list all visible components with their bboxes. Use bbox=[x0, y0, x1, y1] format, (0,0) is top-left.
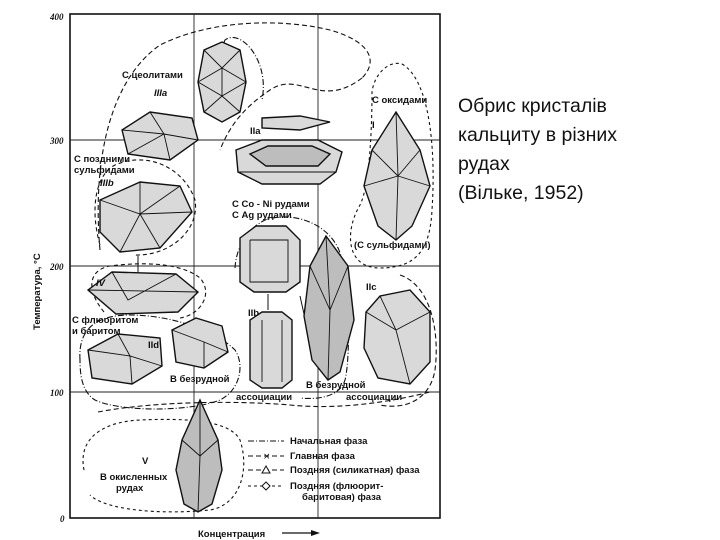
caption-line-4: (Вільке, 1952) bbox=[458, 179, 708, 208]
legend-late-silicate-label: Поздняя (силикатная) фаза bbox=[290, 465, 420, 476]
label-barren-left-2: ассоциации bbox=[236, 392, 292, 403]
label-oxides: С оксидами bbox=[372, 95, 427, 106]
label-late-sulfides-1: С поздними bbox=[74, 154, 130, 165]
caption-line-3: рудах bbox=[458, 150, 708, 179]
label-barren-left-1: В безрудной bbox=[170, 374, 230, 385]
crystal-IIIa bbox=[198, 42, 246, 122]
label-fluorite-1: С флюоритом bbox=[72, 315, 138, 326]
crystal-IIIb bbox=[100, 182, 192, 252]
y-axis-label: Температура, °С bbox=[32, 253, 43, 330]
label-zeolites: С цеолитами bbox=[122, 70, 183, 81]
legend-initial: Начальная фаза bbox=[248, 436, 368, 447]
label-I: I bbox=[372, 120, 375, 131]
label-co-ni-2: С Ag рудами bbox=[232, 210, 292, 221]
y-tick-300: 300 bbox=[49, 136, 64, 146]
label-IIa: IIa bbox=[250, 126, 261, 137]
caption: Обрис кристалів кальциту в різних рудах … bbox=[458, 92, 708, 208]
y-tick-400: 400 bbox=[49, 12, 64, 22]
legend-late-fluorite-label-1: Поздняя (флюорит- bbox=[290, 481, 383, 492]
crystal-IIc bbox=[364, 290, 430, 384]
crystal-V bbox=[176, 400, 222, 512]
legend-initial-label: Начальная фаза bbox=[290, 436, 368, 447]
crystal-IId bbox=[172, 318, 228, 368]
crystal-IIb bbox=[250, 312, 292, 388]
label-IIIb: IIIb bbox=[100, 178, 114, 189]
label-oxidized-1: В окисленных bbox=[100, 472, 168, 483]
x-axis-label: Концентрация bbox=[198, 529, 265, 540]
calcite-crystal-diagram: 400 300 200 100 0 Температура, °С Концен… bbox=[0, 0, 450, 540]
label-IV: IV bbox=[96, 278, 106, 289]
legend-late-silicate: Поздняя (силикатная) фаза bbox=[248, 465, 420, 476]
legend-late-fluorite: Поздняя (флюорит- баритовая) фаза bbox=[248, 481, 383, 503]
label-IIIa: IIIa bbox=[154, 88, 167, 99]
label-barren-right-1: В безрудной bbox=[306, 380, 366, 391]
crystal-I bbox=[364, 112, 430, 240]
crystal-prism-center bbox=[240, 226, 300, 292]
label-co-ni-1: С Co - Ni рудами bbox=[232, 199, 310, 210]
caption-line-2: кальциту в різних bbox=[458, 121, 708, 150]
y-tick-100: 100 bbox=[50, 388, 64, 398]
caption-line-1: Обрис кристалів bbox=[458, 92, 708, 121]
svg-text:×: × bbox=[263, 452, 271, 462]
y-tick-200: 200 bbox=[49, 262, 64, 272]
label-IId: IId bbox=[148, 340, 159, 351]
y-tick-0: 0 bbox=[60, 514, 65, 524]
crystal-tabular-left bbox=[122, 112, 198, 160]
legend: Начальная фаза × Главная фаза Поздняя (с… bbox=[248, 436, 420, 503]
legend-late-fluorite-label-2: баритовая) фаза bbox=[302, 492, 382, 503]
label-oxidized-2: рудах bbox=[116, 483, 144, 494]
legend-main-label: Главная фаза bbox=[290, 451, 356, 462]
label-V: V bbox=[142, 456, 149, 467]
x-axis-arrow bbox=[282, 530, 320, 536]
label-late-sulfides-2: сульфидами bbox=[74, 165, 135, 176]
label-IIc: IIc bbox=[366, 282, 377, 293]
label-barren-right-2: ассоциации bbox=[346, 392, 402, 403]
crystal-spindle bbox=[304, 236, 354, 380]
legend-main: × Главная фаза bbox=[248, 451, 356, 462]
label-sulfides: (С сульфидами) bbox=[354, 240, 430, 251]
label-fluorite-2: и баритом bbox=[72, 326, 121, 337]
label-IIb: IIb bbox=[248, 308, 259, 319]
